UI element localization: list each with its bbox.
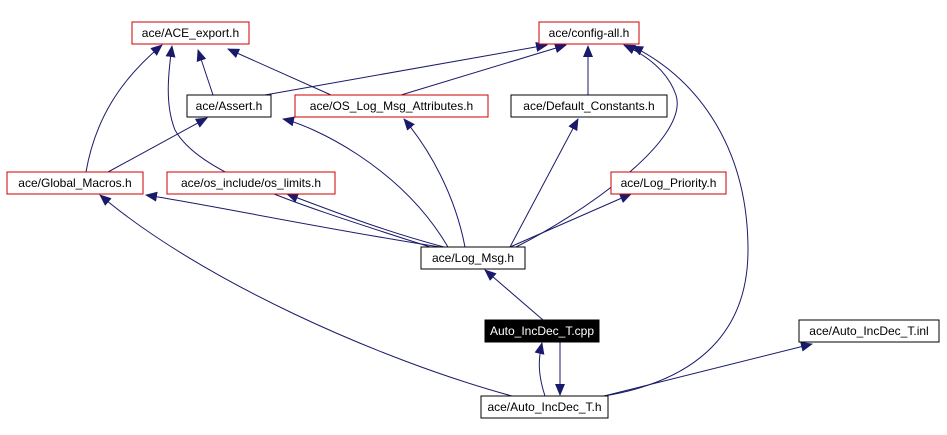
node-auto-h[interactable]: ace/Auto_IncDec_T.h xyxy=(480,395,609,419)
node-box[interactable] xyxy=(610,171,727,195)
edge-assert-to-ace_export xyxy=(196,49,214,96)
node-label: Auto_IncDec_T.cpp xyxy=(490,324,594,338)
node-box[interactable] xyxy=(166,171,336,195)
node-os-log-attr[interactable]: ace/OS_Log_Msg_Attributes.h xyxy=(294,94,489,118)
node-default-constants[interactable]: ace/Default_Constants.h xyxy=(510,94,668,118)
edge-global_macros-to-ace_export xyxy=(85,44,163,173)
node-box[interactable] xyxy=(480,395,609,419)
edge-log_msg-to-config_all xyxy=(515,44,678,248)
edge-auto_h-to-config_all xyxy=(603,45,749,397)
edge-log_msg-to-default_constants xyxy=(509,118,579,248)
node-assert[interactable]: ace/Assert.h xyxy=(186,94,272,118)
node-config-all[interactable]: ace/config-all.h xyxy=(538,21,640,45)
edge-auto_h-to-global_macros xyxy=(99,194,513,397)
edge-auto_h-to-auto_cpp xyxy=(534,342,546,397)
node-label: ace/os_include/os_limits.h xyxy=(181,176,321,190)
node-label: ace/Log_Priority.h xyxy=(621,176,717,190)
node-box[interactable] xyxy=(484,319,600,343)
node-box[interactable] xyxy=(131,21,250,45)
edge-log_msg-to-global_macros xyxy=(145,191,441,248)
edge-log_msg-to-os_limits xyxy=(286,193,445,248)
node-global-macros[interactable]: ace/Global_Macros.h xyxy=(6,171,144,195)
node-log-priority[interactable]: ace/Log_Priority.h xyxy=(610,171,727,195)
edge-log_msg-to-assert xyxy=(282,116,449,248)
node-auto-cpp[interactable]: Auto_IncDec_T.cpp xyxy=(484,319,600,343)
node-box[interactable] xyxy=(6,171,144,195)
node-os-limits[interactable]: ace/os_include/os_limits.h xyxy=(166,171,336,195)
node-label: ace/OS_Log_Msg_Attributes.h xyxy=(310,99,473,113)
edge-log_msg-to-log_priority xyxy=(509,193,632,248)
node-label: ace/Global_Macros.h xyxy=(18,176,131,190)
node-box[interactable] xyxy=(420,246,526,270)
node-ace-export[interactable]: ace/ACE_export.h xyxy=(131,21,250,45)
edge-assert-to-config_all xyxy=(264,41,548,96)
edge-auto_cpp-to-log_msg xyxy=(484,269,544,321)
node-label: ace/ACE_export.h xyxy=(142,26,239,40)
node-label: ace/Log_Msg.h xyxy=(432,251,514,265)
node-label: ace/Auto_IncDec_T.inl xyxy=(809,324,928,338)
edge-os_log_attr-to-ace_export xyxy=(227,48,332,96)
edge-auto_h-to-auto_inl xyxy=(603,341,813,397)
node-box[interactable] xyxy=(510,94,668,118)
nodes-layer: ace/ACE_export.h ace/config-all.h ace/Asse… xyxy=(6,21,940,419)
node-auto-inl[interactable]: ace/Auto_IncDec_T.inl xyxy=(798,319,940,343)
node-box[interactable] xyxy=(538,21,640,45)
node-box[interactable] xyxy=(186,94,272,118)
node-log-msg[interactable]: ace/Log_Msg.h xyxy=(420,246,526,270)
edge-global_macros-to-assert xyxy=(107,117,208,173)
edge-os_log_attr-to-config_all xyxy=(400,43,567,96)
node-label: ace/config-all.h xyxy=(549,26,630,40)
edges-layer xyxy=(85,41,813,397)
node-label: ace/Default_Constants.h xyxy=(523,99,654,113)
node-label: ace/Assert.h xyxy=(196,99,263,113)
node-box[interactable] xyxy=(798,319,940,343)
node-label: ace/Auto_IncDec_T.h xyxy=(487,400,601,414)
edge-log_msg-to-os_log_attr xyxy=(403,118,466,248)
node-box[interactable] xyxy=(294,94,489,118)
edge-log_msg-to-ace_export xyxy=(165,45,431,248)
